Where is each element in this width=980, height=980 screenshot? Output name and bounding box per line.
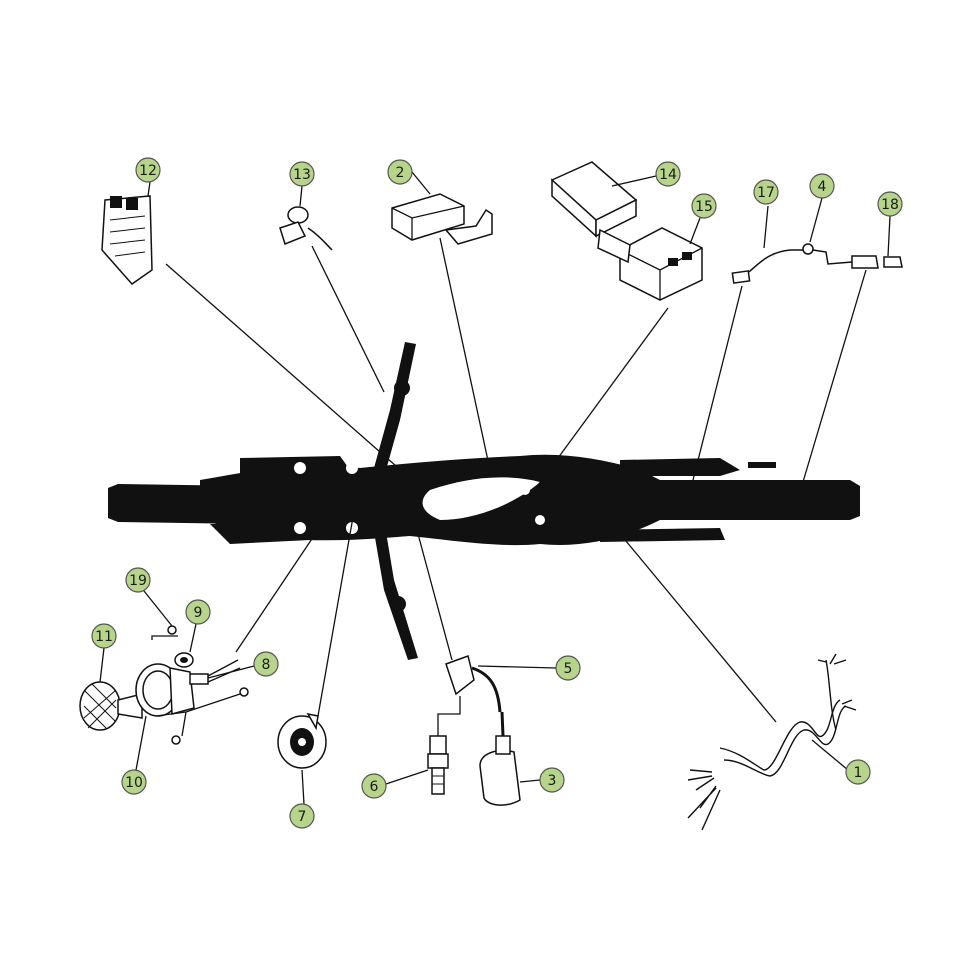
callout-10-label: 10: [125, 775, 143, 791]
callout-10: 10: [121, 769, 147, 795]
callout-4-label: 4: [818, 179, 827, 195]
leader-9: [189, 623, 197, 653]
leader-3: [519, 779, 541, 783]
leader-17: [689, 285, 743, 493]
callout-1-label: 1: [854, 765, 863, 781]
right-grip-control: [390, 596, 406, 612]
part-6-spark-plug: [427, 696, 461, 795]
part-5-plug-cap: [445, 655, 502, 713]
part-14-15-boxes: [550, 161, 703, 301]
callout-5-label: 5: [564, 661, 573, 677]
part-13-switch: [279, 206, 333, 251]
part-9-grommet: [174, 652, 194, 668]
leader-14: [611, 175, 657, 187]
callout-7-label: 7: [298, 809, 307, 825]
callout-8: 8: [253, 651, 279, 677]
callout-9: 9: [185, 599, 211, 625]
leader-8: [207, 665, 255, 679]
callout-8-label: 8: [262, 657, 271, 673]
leader-11: [99, 647, 105, 683]
callout-17: 17: [753, 179, 779, 205]
leader-12a: [147, 181, 151, 197]
leader-7: [317, 499, 357, 717]
front-fender: [600, 528, 725, 542]
part-7-horn: [277, 712, 327, 769]
leader-2a: [411, 171, 431, 195]
callout-17-label: 17: [757, 185, 775, 201]
leader-7a: [301, 769, 305, 805]
callout-19-label: 19: [129, 573, 147, 589]
callout-13: 13: [289, 161, 315, 187]
callout-6: 6: [361, 773, 387, 799]
leader-4: [809, 197, 823, 243]
leader-13: [311, 245, 385, 393]
callout-2-label: 2: [396, 165, 405, 181]
part-17-4-18-cable: [731, 243, 903, 284]
leader-17a: [763, 205, 769, 249]
leader-5: [417, 533, 453, 661]
callout-12: 12: [135, 157, 161, 183]
callout-11-label: 11: [95, 629, 113, 645]
leader-19: [139, 585, 173, 627]
leader-12: [165, 263, 397, 467]
leader-18b: [799, 269, 867, 493]
part-8-connector: [189, 659, 241, 685]
bolt-19: [167, 625, 177, 635]
part-10-housing: [135, 663, 195, 717]
callout-11: 11: [91, 623, 117, 649]
callout-14: 14: [655, 161, 681, 187]
callout-18: 18: [877, 191, 903, 217]
leader-1a: [811, 739, 849, 771]
callout-14-label: 14: [659, 167, 677, 183]
leader-18: [887, 215, 891, 257]
handlebar: [372, 342, 418, 660]
front-tire: [600, 480, 860, 520]
callout-bubbles: 1 2 3 4 5 6 7 8 9 10 11 12 13 14 15 17 1…: [91, 157, 903, 829]
callout-12-label: 12: [139, 163, 157, 179]
callout-2: 2: [387, 159, 413, 185]
fork-area: [620, 458, 740, 476]
leader-5a: [477, 665, 557, 669]
callout-4: 4: [809, 173, 835, 199]
callout-19: 19: [125, 567, 151, 593]
part-11-headlight: [79, 681, 143, 731]
bolt-b: [171, 735, 181, 745]
bolt-a: [239, 687, 249, 697]
footpeg: [748, 462, 776, 468]
callout-15-label: 15: [695, 199, 713, 215]
leader-15a: [689, 217, 701, 245]
callout-15: 15: [691, 193, 717, 219]
part-2-relay: [391, 193, 493, 245]
leader-6: [385, 769, 429, 785]
leader-2: [439, 237, 491, 471]
seat-highlight: [422, 477, 540, 520]
exhaust: [210, 522, 310, 544]
part-3-ignition-coil: [479, 711, 521, 806]
part-1-harness: [687, 653, 857, 831]
motorcycle-silhouette: [108, 342, 860, 660]
callout-5: 5: [555, 655, 581, 681]
left-grip-control: [394, 380, 410, 396]
leader-15: [535, 307, 669, 489]
leader-10: [135, 715, 147, 771]
leader-8b: [235, 505, 335, 653]
callout-18-label: 18: [881, 197, 899, 213]
callout-3-label: 3: [548, 773, 557, 789]
leader-13a: [299, 185, 303, 207]
callout-3: 3: [539, 767, 565, 793]
leader-mount-bolts: [151, 635, 241, 737]
leader-1: [591, 499, 777, 723]
callout-6-label: 6: [370, 779, 379, 795]
callout-1: 1: [845, 759, 871, 785]
callout-9-label: 9: [194, 605, 203, 621]
callout-7: 7: [289, 803, 315, 829]
leader-lines: [99, 171, 891, 805]
part-12-regulator: [101, 195, 153, 285]
callout-13-label: 13: [293, 167, 311, 183]
